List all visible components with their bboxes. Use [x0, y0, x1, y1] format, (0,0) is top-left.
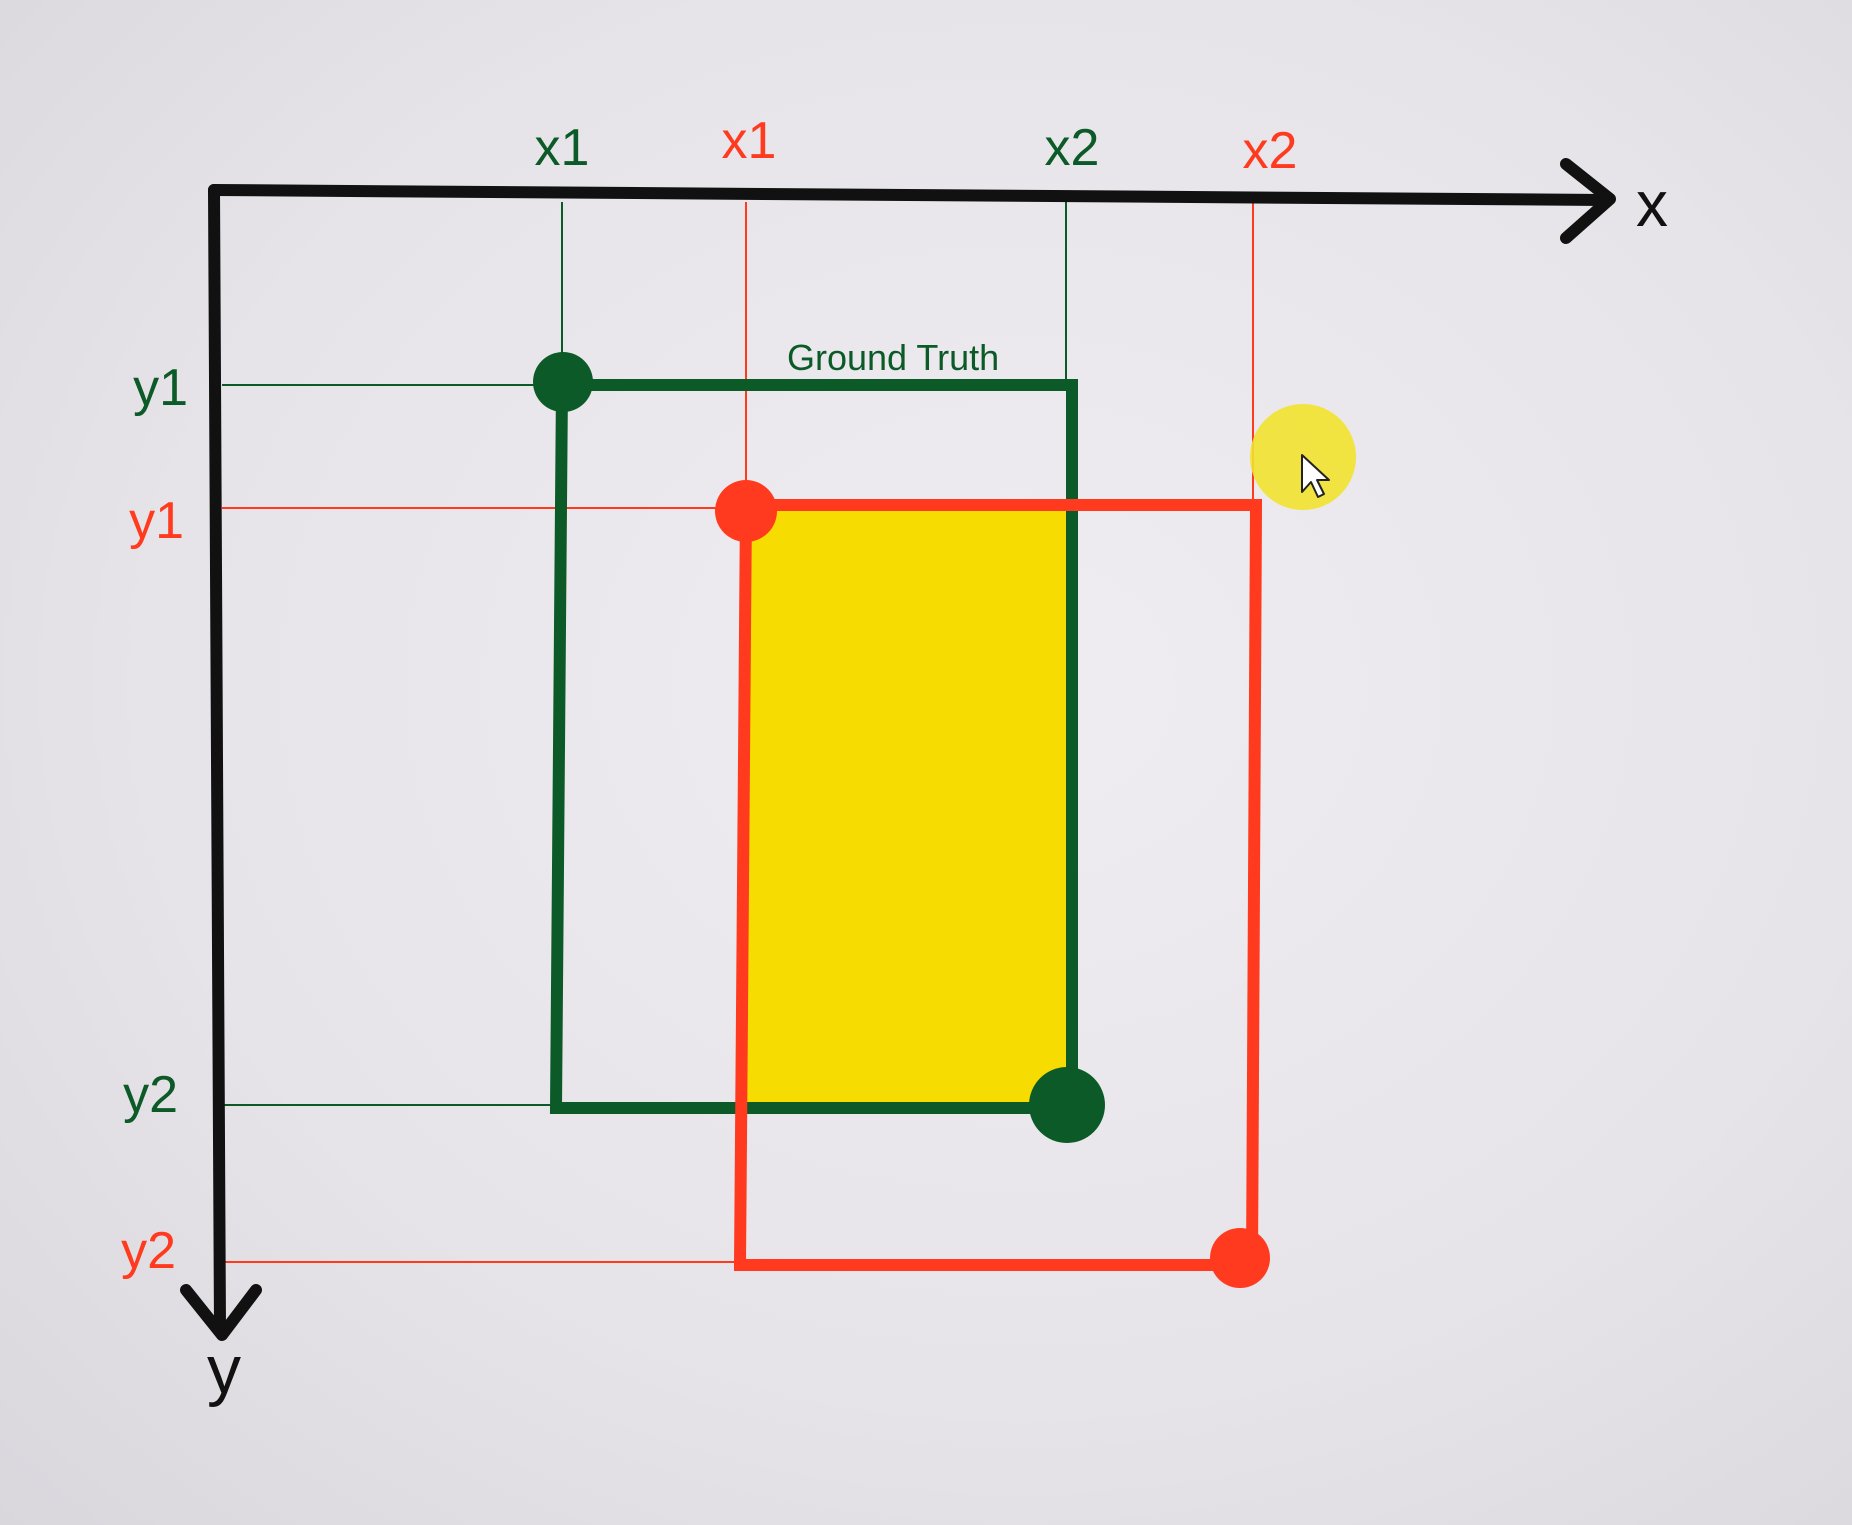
prediction-y2-label: y2 — [121, 1222, 176, 1280]
y-axis-label: y — [207, 1332, 241, 1408]
prediction-bottom-right-point — [1210, 1228, 1270, 1288]
y-axis-arrowhead — [180, 1284, 262, 1341]
prediction-x1-label: x1 — [722, 112, 777, 170]
ground-truth-y2-label: y2 — [123, 1066, 178, 1124]
prediction-box — [715, 480, 1270, 1288]
prediction-x2-label: x2 — [1243, 122, 1298, 180]
cursor-highlight — [1250, 404, 1356, 510]
y-axis-line — [208, 184, 226, 1336]
ground-truth-x1-label: x1 — [535, 119, 590, 177]
axes — [180, 158, 1616, 1341]
ground-truth-bottom-right-point — [1029, 1067, 1105, 1143]
x-axis-line — [208, 184, 1611, 206]
intersection-area — [742, 508, 1068, 1110]
ground-truth-x2-label: x2 — [1045, 119, 1100, 177]
x-axis-label: x — [1636, 168, 1668, 240]
ground-truth-y1-label: y1 — [133, 359, 188, 417]
ground-truth-caption: Ground Truth — [787, 337, 999, 378]
mouse-pointer-icon — [1301, 454, 1330, 498]
ground-truth-top-left-point — [533, 352, 593, 412]
x-axis-arrowhead — [1560, 158, 1616, 244]
prediction-y1-label: y1 — [129, 492, 184, 550]
prediction-top-left-point — [715, 480, 777, 542]
ground-truth-box — [533, 352, 1105, 1143]
